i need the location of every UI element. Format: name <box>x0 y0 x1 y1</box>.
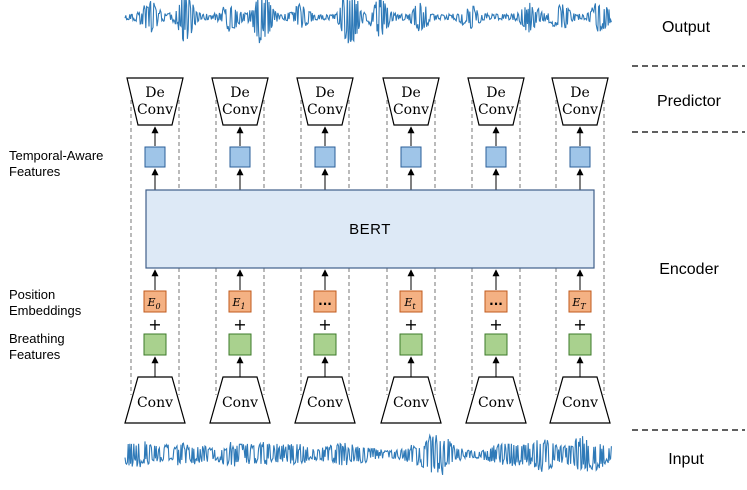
conv-block-5 <box>549 376 611 424</box>
deconv-label-line2-3: Conv <box>393 102 429 118</box>
conv-block-0 <box>124 376 186 424</box>
deconv-label-line2-5: Conv <box>562 102 598 118</box>
temporal-feature-box-3 <box>400 146 422 168</box>
deconv-label-line1-5: De <box>570 85 590 101</box>
position-embedding-box-1 <box>228 290 252 313</box>
deconv-block-4 <box>467 77 525 126</box>
conv-label-5: Conv <box>562 395 598 411</box>
position-embedding-box-0 <box>143 290 167 313</box>
stage-encoder-label: Encoder <box>659 261 719 278</box>
breathing-feature-box-1 <box>228 333 252 356</box>
breathing-feature-box-2 <box>313 333 337 356</box>
token-columns: DeConvE0+ConvDeConvE1+ConvDeConv...+Conv… <box>124 77 611 424</box>
embedding-base-1: E <box>231 296 240 309</box>
position-embeddings-label-line2: Embeddings <box>9 303 82 318</box>
input-waveform <box>124 433 612 475</box>
stage-predictor-label: Predictor <box>657 93 722 110</box>
breathing-feature-box-0 <box>143 333 167 356</box>
position-embeddings-label-line1: Position <box>9 287 55 302</box>
deconv-label-line1-4: De <box>486 85 506 101</box>
plus-sign-0: + <box>148 315 161 334</box>
conv-label-0: Conv <box>137 395 173 411</box>
conv-block-4 <box>465 376 527 424</box>
conv-label-4: Conv <box>478 395 514 411</box>
position-embedding-label-0: E0 <box>146 296 160 311</box>
bert-block <box>145 189 595 269</box>
position-embedding-label-3: Et <box>403 296 416 311</box>
deconv-label-line1-2: De <box>315 85 335 101</box>
breathing-feature-box-4 <box>484 333 508 356</box>
deconv-label-line2-1: Conv <box>222 102 258 118</box>
position-embedding-label-5: ET <box>571 296 586 311</box>
breathing-features-label-line1: Breathing <box>9 331 65 346</box>
deconv-label-line2-2: Conv <box>307 102 343 118</box>
embedding-base-3: E <box>403 296 412 309</box>
temporal-features-label-line2: Features <box>9 164 61 179</box>
temporal-feature-box-1 <box>229 146 251 168</box>
plus-sign-1: + <box>233 315 246 334</box>
embedding-subscript-1: 1 <box>240 302 245 311</box>
temporal-feature-box-2 <box>314 146 336 168</box>
embedding-base-5: E <box>571 296 580 309</box>
deconv-label-line1-3: De <box>401 85 421 101</box>
position-embedding-box-3 <box>399 290 423 313</box>
embedding-base-0: E <box>146 296 155 309</box>
deconv-block-0 <box>126 77 184 126</box>
breathing-features-label-line2: Features <box>9 347 61 362</box>
conv-label-3: Conv <box>393 395 429 411</box>
deconv-block-5 <box>551 77 609 126</box>
temporal-feature-box-0 <box>144 146 166 168</box>
deconv-label-line2-4: Conv <box>478 102 514 118</box>
plus-sign-3: + <box>404 315 417 334</box>
position-embedding-label-4: ... <box>489 294 503 308</box>
embedding-subscript-5: T <box>580 302 586 311</box>
deconv-block-1 <box>211 77 269 126</box>
stage-output-label: Output <box>662 19 711 36</box>
plus-sign-2: + <box>318 315 331 334</box>
deconv-label-line1-1: De <box>230 85 250 101</box>
position-embedding-box-4 <box>484 290 508 313</box>
conv-block-1 <box>209 376 271 424</box>
plus-sign-5: + <box>573 315 586 334</box>
conv-block-3 <box>380 376 442 424</box>
breathing-feature-box-5 <box>568 333 592 356</box>
conv-block-2 <box>294 376 356 424</box>
bert-label: BERT <box>349 221 391 238</box>
position-embedding-box-5 <box>568 290 592 313</box>
temporal-feature-box-4 <box>485 146 507 168</box>
breathing-feature-box-3 <box>399 333 423 356</box>
deconv-block-3 <box>382 77 440 126</box>
embedding-subscript-3: t <box>412 302 416 311</box>
deconv-label-line2-0: Conv <box>137 102 173 118</box>
temporal-feature-box-5 <box>569 146 591 168</box>
temporal-features-label-line1: Temporal-Aware <box>9 148 103 163</box>
position-embedding-label-2: ... <box>318 294 332 308</box>
stage-input-label: Input <box>668 451 704 468</box>
embedding-subscript-0: 0 <box>155 302 160 311</box>
conv-label-2: Conv <box>307 395 343 411</box>
plus-sign-4: + <box>489 315 502 334</box>
output-waveform <box>124 0 612 44</box>
position-embedding-label-1: E1 <box>231 296 245 311</box>
deconv-block-2 <box>296 77 354 126</box>
deconv-label-line1-0: De <box>145 85 165 101</box>
conv-label-1: Conv <box>222 395 258 411</box>
position-embedding-box-2 <box>313 290 337 313</box>
